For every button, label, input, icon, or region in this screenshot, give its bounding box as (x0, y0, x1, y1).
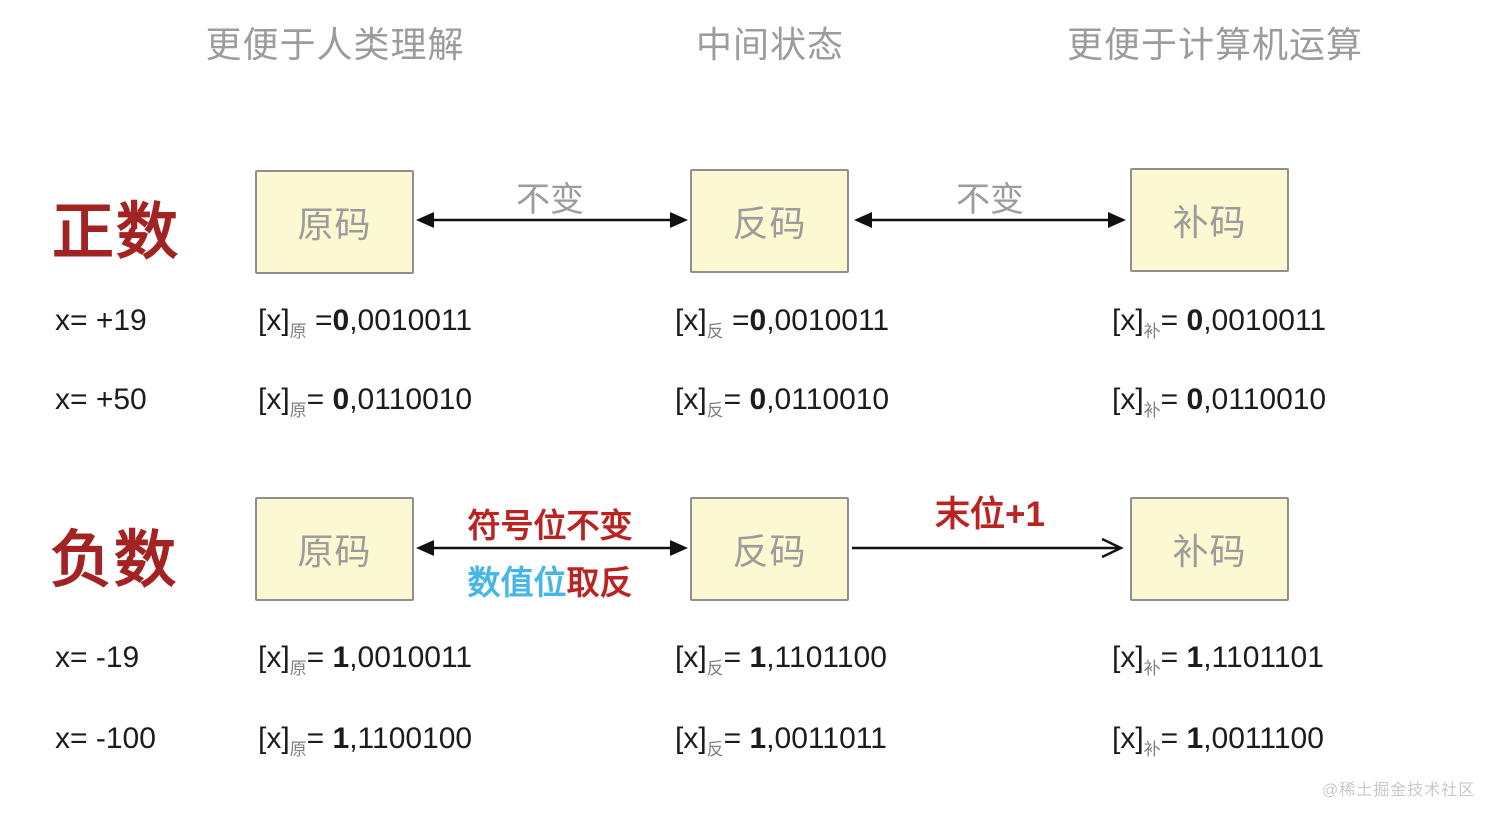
annotation-sign-bit-unchanged: 符号位不变 (467, 507, 633, 544)
column-header-intermediate: 中间状态 (695, 24, 844, 65)
watermark: @稀土掘金技术社区 (1322, 782, 1476, 799)
formula-cell: [x]反 =0,0010011 (675, 304, 890, 341)
sign-bit: 0 (1186, 304, 1204, 337)
subscript: 补 (1143, 322, 1161, 341)
formula-cell: [x]补= 1,0011100 (1112, 722, 1324, 759)
subscript: 原 (289, 401, 307, 420)
box-negative-twos-complement: 补码 (1130, 497, 1289, 601)
sign-bit: 0 (332, 383, 350, 416)
sign-bit: 0 (1186, 383, 1204, 416)
box-negative-sign-magnitude: 原码 (255, 497, 414, 601)
box-positive-ones-complement: 反码 (690, 169, 849, 273)
section-label-negative: 负数 (50, 526, 179, 595)
box-positive-sign-magnitude: 原码 (255, 170, 414, 274)
box-positive-twos-complement: 补码 (1130, 168, 1289, 272)
x-value-label: x= -19 (55, 641, 140, 674)
column-header-computer: 更便于计算机运算 (1066, 24, 1363, 65)
sign-bit: 1 (1186, 722, 1204, 755)
formula-cell: [x]反= 1,0011011 (675, 722, 887, 759)
formula-cell: [x]原 =0,0010011 (258, 304, 473, 341)
annotation-value-bits-inverted: 数值位取反 (440, 556, 660, 604)
sign-bit: 0 (749, 383, 767, 416)
formula-cell: [x]原= 1,0010011 (258, 641, 473, 678)
sign-bit: 1 (1186, 641, 1204, 674)
formula-cell: [x]原= 0,0110010 (258, 383, 473, 420)
sign-bit: 0 (332, 304, 350, 337)
formula-cell: [x]补= 0,0010011 (1112, 304, 1327, 341)
sign-bit: 1 (332, 722, 350, 755)
subscript: 反 (706, 740, 724, 759)
formula-cell: [x]补= 1,1101101 (1112, 641, 1324, 678)
sign-bit: 1 (749, 641, 767, 674)
box-negative-ones-complement: 反码 (690, 497, 849, 601)
column-header-human-readable: 更便于人类理解 (205, 24, 465, 65)
x-value-label: x= +50 (55, 383, 147, 416)
formula-cell: [x]补= 0,0110010 (1112, 383, 1327, 420)
formula-cell: [x]反= 1,1101100 (675, 641, 887, 678)
sign-bit: 1 (749, 722, 767, 755)
annotation-value-bits: 数值位 (467, 564, 567, 601)
annotation-inverted: 取反 (566, 564, 633, 601)
subscript: 原 (289, 740, 307, 759)
formula-cell: [x]原= 1,1100100 (258, 722, 473, 759)
annotation-unchanged-1: 不变 (516, 181, 584, 219)
subscript: 反 (706, 322, 724, 341)
subscript: 补 (1143, 659, 1161, 678)
right-arrow-icon (852, 537, 1124, 559)
subscript: 补 (1143, 740, 1161, 759)
section-label-positive: 正数 (52, 198, 181, 267)
annotation-last-bit-plus-one: 末位+1 (935, 495, 1045, 534)
subscript: 反 (706, 401, 724, 420)
x-value-label: x= +19 (55, 304, 147, 337)
x-value-label: x= -100 (55, 722, 156, 755)
subscript: 反 (706, 659, 724, 678)
subscript: 原 (289, 659, 307, 678)
subscript: 原 (289, 322, 307, 341)
formula-cell: [x]反= 0,0110010 (675, 383, 890, 420)
annotation-unchanged-2: 不变 (956, 181, 1024, 219)
subscript: 补 (1143, 401, 1161, 420)
sign-bit: 1 (332, 641, 350, 674)
sign-bit: 0 (749, 304, 767, 337)
